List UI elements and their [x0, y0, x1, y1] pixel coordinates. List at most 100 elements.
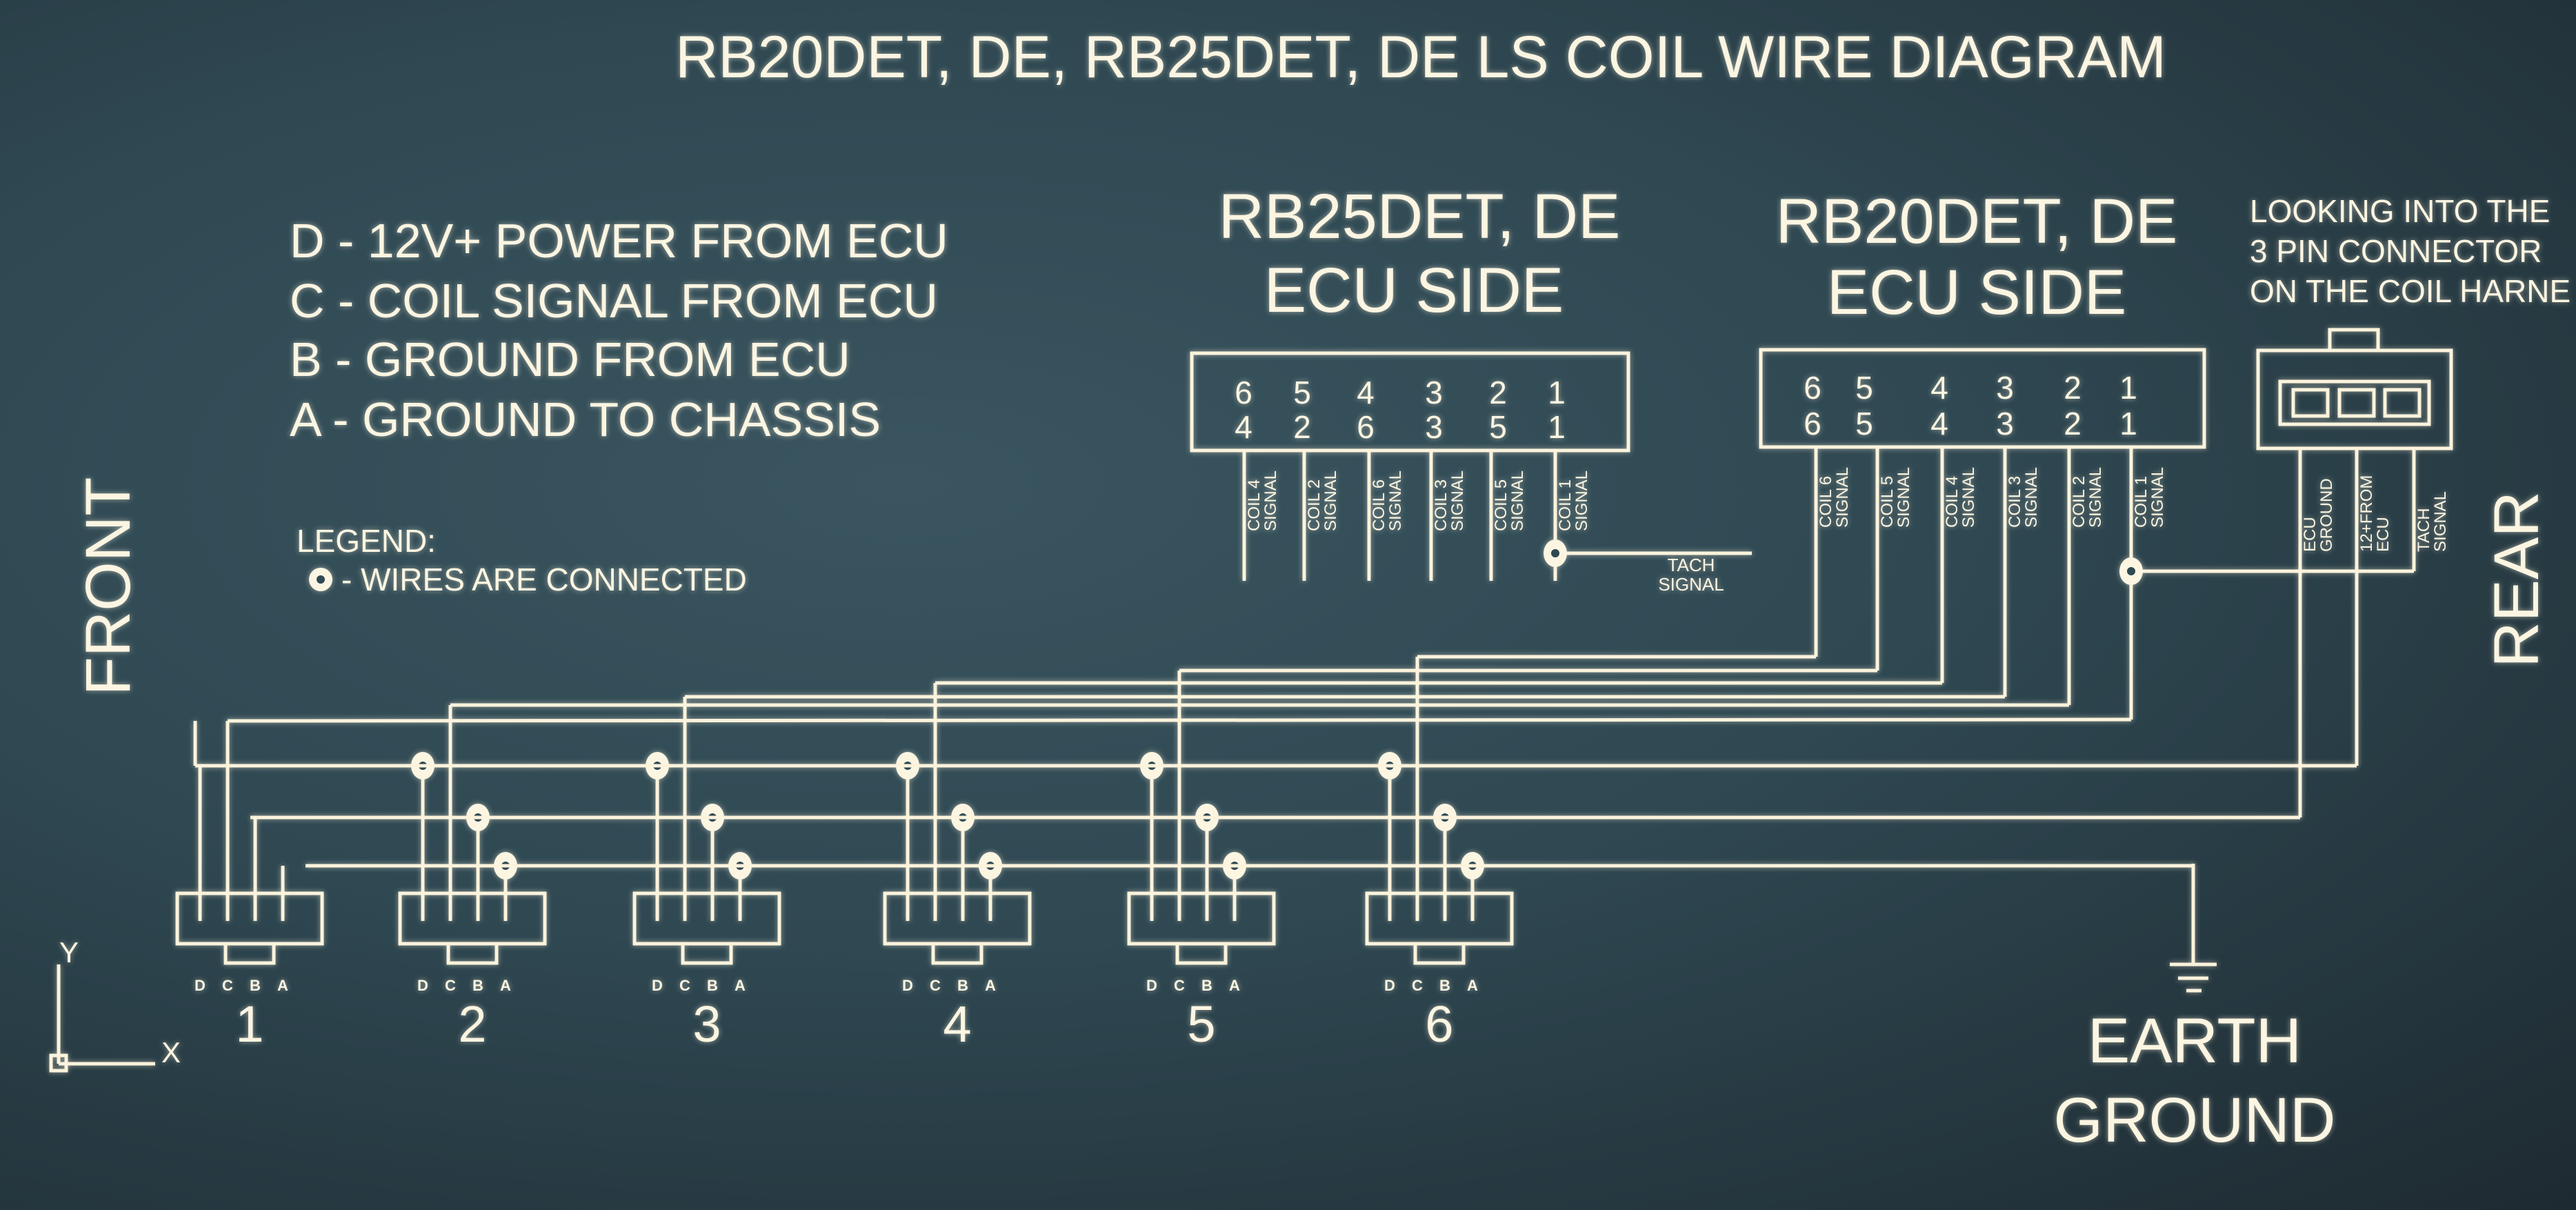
rb25-wire-label-line2: SIGNAL: [1321, 470, 1340, 531]
rb25-wire-label-line1: COIL 1: [1556, 479, 1575, 531]
rb25-wire-label-line2: SIGNAL: [1261, 470, 1280, 531]
rb25-title-line2: ECU SIDE: [1264, 255, 1564, 326]
ucs-x-label: X: [161, 1036, 181, 1069]
coil-number: 4: [943, 995, 971, 1053]
coil-pin-label: B: [707, 977, 718, 994]
rb25-wire-label-line2: SIGNAL: [1448, 470, 1467, 531]
coil-pin-label: D: [902, 977, 913, 994]
legend-title: LEGEND:: [297, 523, 436, 559]
harness-pin-label-line2: SIGNAL: [2431, 491, 2450, 552]
junction-dot-icon: [1544, 539, 1567, 567]
rb20-pin-bottom: 1: [2119, 406, 2137, 442]
harness-title-line3: ON THE COIL HARNE: [2250, 273, 2570, 309]
junction-dot-icon: [2119, 557, 2143, 585]
rb25-pin-bottom: 6: [1357, 409, 1375, 445]
rb25-wire-label-line1: COIL 4: [1245, 479, 1264, 531]
coil-pin-label: A: [1229, 977, 1240, 994]
rb25-pin-top: 2: [1489, 375, 1507, 410]
coil-pin-label: C: [222, 977, 233, 994]
ground-symbol-icon: [2170, 864, 2217, 993]
rb20-pin-bottom: 6: [1804, 406, 1821, 442]
coil-pin-label: D: [194, 977, 206, 994]
rb25-tach-label-line2: SIGNAL: [1658, 574, 1724, 595]
pin-key-c: C - COIL SIGNAL FROM ECU: [290, 274, 938, 328]
coil-harness-wiring: [193, 655, 2357, 921]
pin-key-d: D - 12V+ POWER FROM ECU: [290, 214, 948, 268]
legend-item-text: - WIRES ARE CONNECTED: [341, 562, 747, 597]
coil-pin-label: A: [735, 977, 746, 994]
rb25-wire-label-line1: COIL 3: [1432, 479, 1450, 531]
rb25-pin-bottom: 1: [1548, 409, 1566, 445]
coil-pin-label: C: [930, 977, 941, 994]
coil-pin-label: D: [1146, 977, 1157, 994]
coil-pin-label: B: [472, 977, 483, 994]
coil-pin-label: A: [500, 977, 511, 994]
rb25-pin-top: 3: [1425, 375, 1443, 410]
coil-pin-label: C: [1412, 977, 1423, 994]
rb20-wire-label-line1: COIL 1: [2132, 476, 2150, 528]
coil-pin-label: C: [1174, 977, 1185, 994]
rb20-pin-top: 5: [1855, 370, 1873, 406]
rb25-pin-bottom: 2: [1293, 409, 1311, 445]
harness-pin-label-line1: 12+FROM: [2357, 475, 2376, 552]
coil-pin-label: C: [679, 977, 690, 994]
pin-key-a: A - GROUND TO CHASSIS: [290, 393, 881, 446]
coil-pin-label: A: [985, 977, 996, 994]
rb25-title-line1: RB25DET, DE: [1219, 181, 1621, 252]
coil-pin-label: B: [957, 977, 968, 994]
earth-ground-line2: GROUND: [2054, 1085, 2336, 1156]
harness-pin-label-line2: ECU: [2374, 517, 2393, 552]
harness-3pin-connector: LOOKING INTO THE 3 PIN CONNECTOR ON THE …: [2250, 193, 2570, 817]
rb25-wire-label-line2: SIGNAL: [1572, 470, 1591, 531]
rb20-wire-label-line1: COIL 2: [2070, 476, 2088, 528]
rb20-pin-top: 1: [2119, 370, 2137, 406]
harness-pin-label-line1: ECU: [2301, 517, 2319, 552]
front-label: FRONT: [73, 477, 143, 696]
rb20-wire-label-line1: COIL 6: [1817, 476, 1835, 528]
rb25-wire-label-line2: SIGNAL: [1386, 470, 1405, 531]
rb20-wire-label-line1: COIL 5: [1878, 476, 1897, 528]
rb25-pin-top: 4: [1357, 375, 1375, 410]
rb20-pin-top: 3: [1996, 370, 2014, 406]
coil-pin-label: B: [250, 977, 261, 994]
rb20-pin-bottom: 5: [1855, 406, 1873, 442]
coil-pin-label: B: [1201, 977, 1212, 994]
harness-title-line2: 3 PIN CONNECTOR: [2250, 233, 2542, 269]
rb25-pin-bottom: 4: [1235, 409, 1252, 445]
rb20-wire-label-line2: SIGNAL: [2022, 467, 2041, 528]
coil-pin-label: A: [277, 977, 288, 994]
coil-number: 3: [692, 995, 721, 1053]
rb20-title-line1: RB20DET, DE: [1776, 186, 2178, 257]
coil-pin-label: B: [1439, 977, 1450, 994]
coil-pin-label: D: [652, 977, 663, 994]
rb25-wire-label-line2: SIGNAL: [1508, 470, 1527, 531]
coil-pin-label: A: [1467, 977, 1478, 994]
rb25-pin-top: 1: [1548, 375, 1566, 410]
harness-pin-label-line1: TACH: [2415, 508, 2433, 552]
coil-number: 1: [235, 995, 263, 1053]
rb20-pin-bottom: 3: [1996, 406, 2014, 442]
rb25-pin-top: 5: [1293, 375, 1311, 410]
pin-key-b: B - GROUND FROM ECU: [290, 333, 850, 386]
legend: LEGEND: - WIRES ARE CONNECTED: [297, 523, 747, 597]
ucs-axis-icon: Y X: [49, 936, 181, 1073]
pin-key: D - 12V+ POWER FROM ECU C - COIL SIGNAL …: [290, 214, 948, 446]
earth-ground-line1: EARTH: [2088, 1006, 2302, 1076]
